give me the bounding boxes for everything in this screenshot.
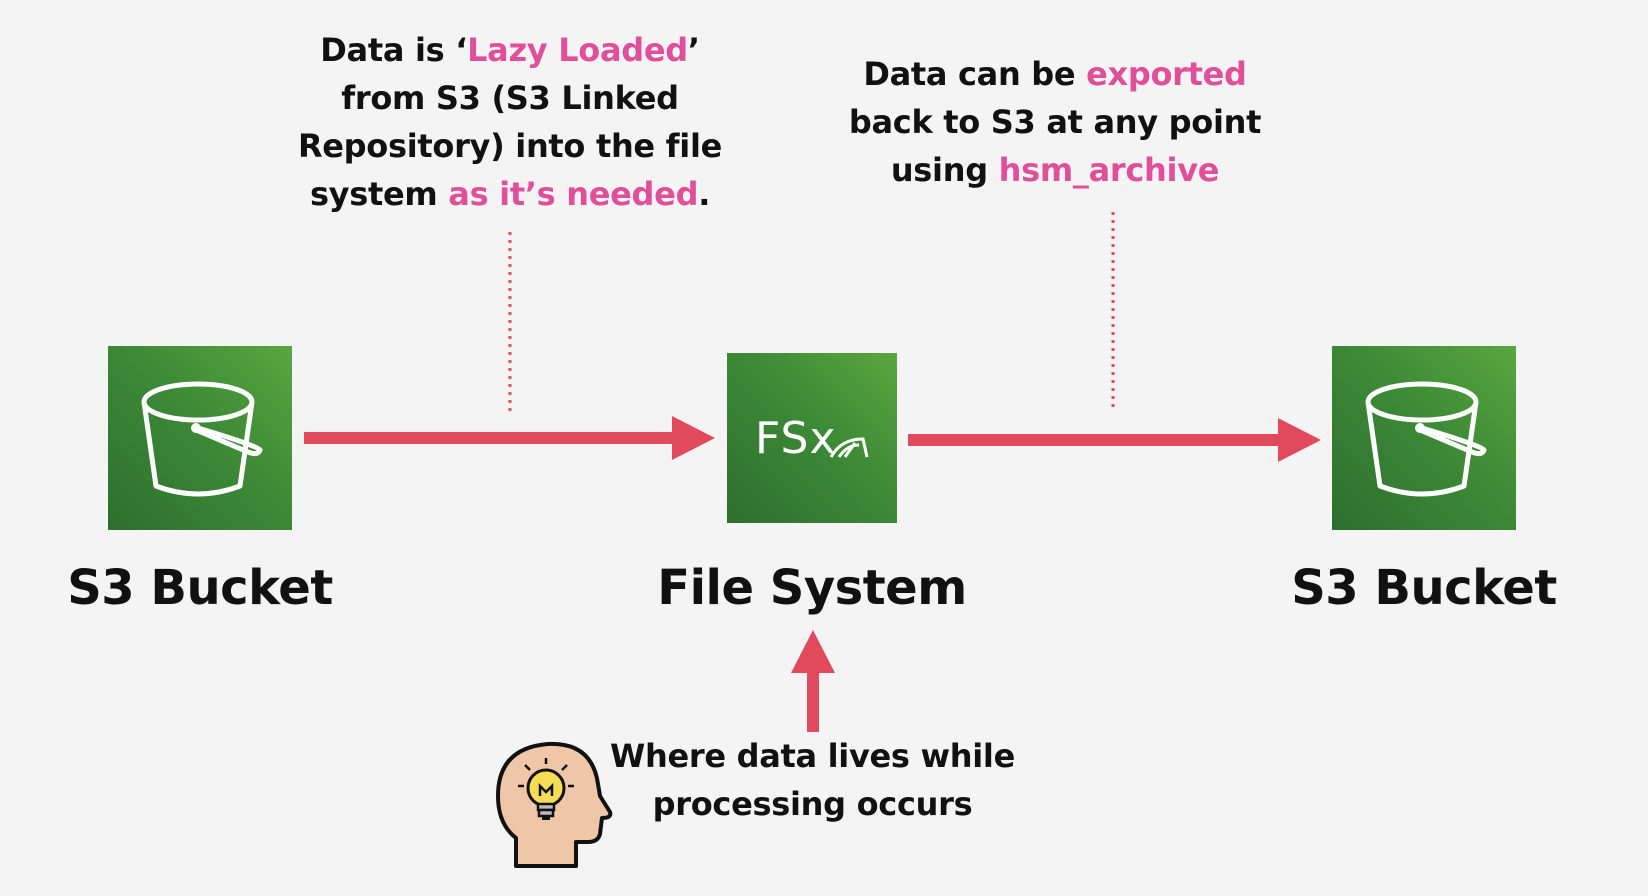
export-note-line2: back to S3 at any point <box>848 103 1262 141</box>
processing-note: Where data lives while processing occurs <box>600 732 1025 828</box>
target-s3-bucket-tile <box>1332 346 1516 530</box>
hsm-archive-highlight: hsm_archive <box>998 151 1220 189</box>
source-s3-bucket-tile <box>108 346 292 530</box>
export-note: Data can be exported back to S3 at any p… <box>830 50 1280 194</box>
fsx-tile: FSx <box>727 353 897 523</box>
processing-note-line2: processing occurs <box>652 785 973 823</box>
target-s3-bucket-label: S3 Bucket <box>1291 560 1557 616</box>
as-needed-highlight: as it’s needed <box>448 175 699 213</box>
fsx-icon-text: FSx <box>755 413 837 464</box>
s3-bucket-icon <box>141 381 263 497</box>
processing-note-line1: Where data lives while <box>609 737 1015 775</box>
lazy-loaded-highlight: Lazy Loaded <box>467 31 688 69</box>
lazy-load-note-line4: system as it’s needed. <box>309 175 711 213</box>
file-system-label: File System <box>657 560 967 616</box>
head-lightbulb-icon <box>496 741 613 868</box>
s3-bucket-icon <box>1365 381 1487 497</box>
lazy-load-note-line1: Data is ‘Lazy Loaded’ <box>320 31 700 69</box>
export-note-line3: using hsm_archive <box>890 151 1220 189</box>
source-s3-bucket-label: S3 Bucket <box>67 560 333 616</box>
arrow-up-to-file-system <box>791 630 835 732</box>
arrow-fsx-to-s3 <box>908 418 1321 462</box>
arrow-s3-to-fsx <box>304 416 715 460</box>
lazy-load-note-line3: Repository) into the file <box>297 127 723 165</box>
fsx-icon: FSx <box>755 413 869 464</box>
exported-highlight: exported <box>1086 55 1247 93</box>
export-note-line1: Data can be exported <box>863 55 1247 93</box>
lazy-load-note: Data is ‘Lazy Loaded’ from S3 (S3 Linked… <box>260 26 760 218</box>
lazy-load-note-line2: from S3 (S3 Linked <box>341 79 679 117</box>
